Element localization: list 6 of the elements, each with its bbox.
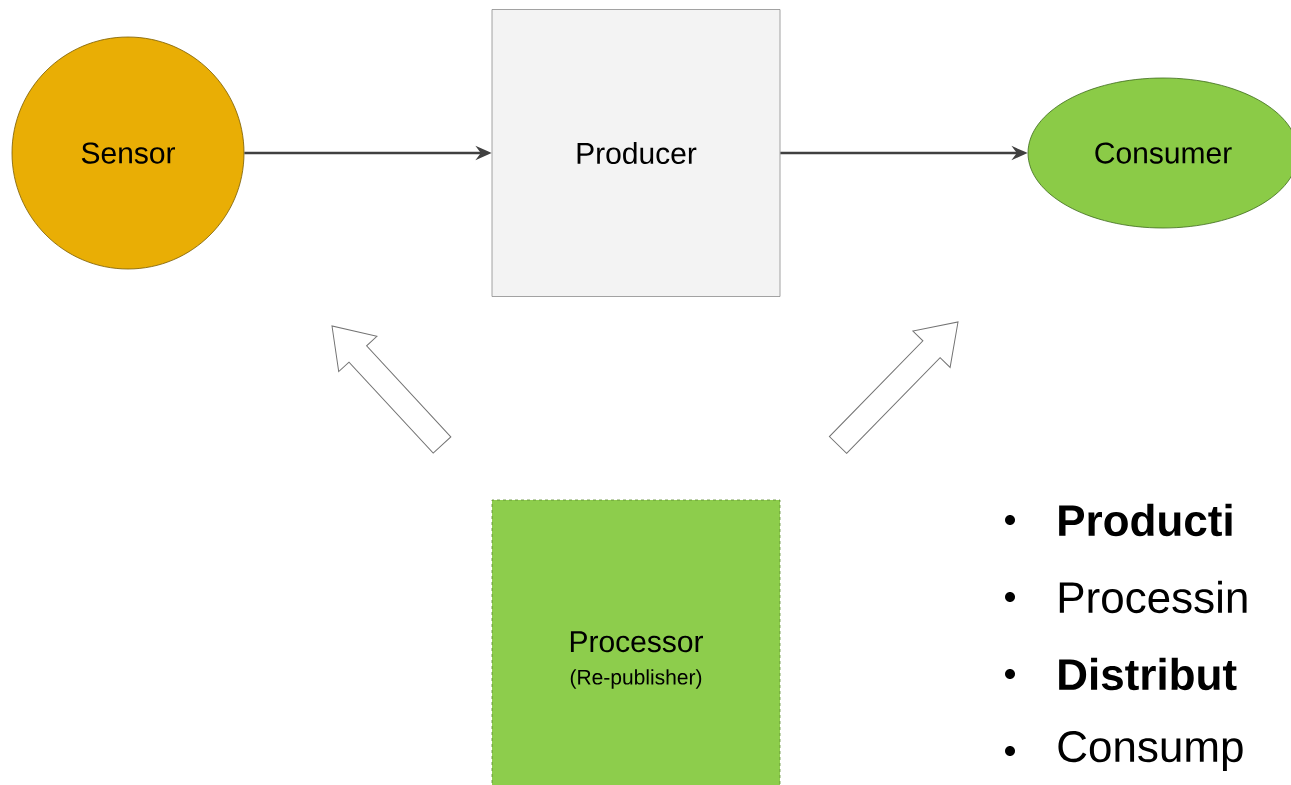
processor-box: Processor (Re-publisher) [491,499,781,785]
list-item: Consump [1058,731,1243,771]
list-item: Processin [1059,580,1247,614]
producer-box: Producer [491,9,781,297]
list-item: Producti [1059,503,1232,537]
list-item: Distribut [1059,657,1237,691]
